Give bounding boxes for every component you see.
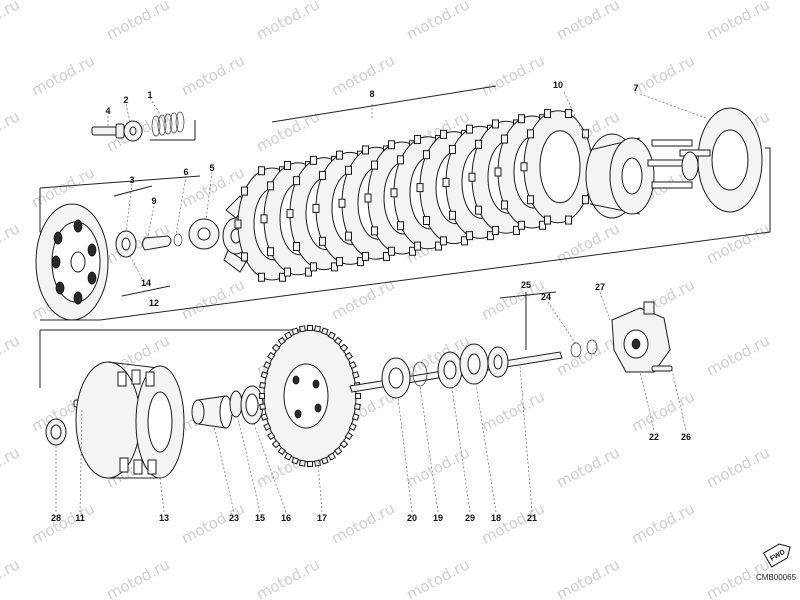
callout-1: 1 [147,90,152,100]
watermark-text: motod.ru [28,499,97,547]
watermark-text: motod.ru [253,0,322,44]
watermark-text: motod.ru [328,499,397,547]
callout-20: 20 [407,513,417,523]
watermark-text: motod.ru [478,387,547,435]
callout-26: 26 [681,432,691,442]
callout-18: 18 [491,513,501,523]
part-6-pushrod-pin [142,235,172,251]
part-15-needle-bearing [229,390,243,418]
part-19-circlip [412,361,428,387]
watermark-text: motod.ru [703,219,772,267]
part-2-washer [123,120,143,142]
watermark-text: motod.ru [553,443,622,491]
callout-22: 22 [649,432,659,442]
watermark-text: motod.ru [178,51,247,99]
watermark-text: motod.ru [103,0,172,44]
watermark-text: motod.ru [403,555,472,600]
part-20-bearing [381,357,411,399]
watermark-text: motod.ru [553,555,622,600]
part-4-bolt [91,123,125,139]
watermark-text: motod.ru [28,51,97,99]
part-22-slave-cylinder [611,301,671,373]
callout-11: 11 [75,513,85,523]
callout-13: 13 [159,513,169,523]
callout-15: 15 [255,513,265,523]
drawing-code: CMB00065 [756,573,797,582]
part-18-bearing [459,343,509,385]
part-17-primary-gear [259,325,361,467]
watermark-text: motod.ru [253,107,322,155]
callout-12: 12 [149,298,159,308]
callout-2: 2 [123,95,128,105]
callout-28: 28 [51,513,61,523]
part-1-spring [151,111,185,137]
callout-4: 4 [105,106,110,116]
watermark-text: motod.ru [553,0,622,44]
watermark-text: motod.ru [0,555,23,600]
callout-24: 24 [541,292,551,302]
group-brackets [113,85,557,350]
part-7-drum-with-studs [647,107,763,213]
callout-21: 21 [527,513,537,523]
callout-9: 9 [151,196,156,206]
watermark-text: motod.ru [628,51,697,99]
callout-25: 25 [521,280,531,290]
fwd-arrow-icon: FWD [762,543,791,568]
callout-10: 10 [553,80,563,90]
part-26-screw [651,365,673,372]
watermark-text: motod.ru [553,219,622,267]
watermark-text: motod.ru [328,51,397,99]
watermark-text: motod.ru [628,499,697,547]
callout-16: 16 [281,513,291,523]
callout-23: 23 [229,513,239,523]
watermark-text: motod.ru [703,331,772,379]
leader-lines [55,91,707,513]
pressure-plate [35,203,109,321]
callout-14: 14 [141,278,151,288]
watermark-text: motod.ru [0,443,23,491]
watermark-text: motod.ru [178,275,247,323]
callout-29: 29 [465,513,475,523]
part-23-bushing [191,395,233,429]
watermark-text: motod.ru [703,0,772,44]
part-9-bearing [115,230,137,258]
watermark-text: motod.ru [28,163,97,211]
callout-7: 7 [633,83,638,93]
callout-labels: 1 2 4 3 9 6 5 14 12 8 10 7 25 24 27 22 2… [51,80,691,523]
callout-6: 6 [183,167,188,177]
callout-3: 3 [129,175,134,185]
watermark-text: motod.ru [0,107,23,155]
watermark-text: motod.ru [628,387,697,435]
part-10-clutch-hub [585,133,655,219]
watermark-text: motod.ru [403,0,472,44]
callout-8: 8 [369,89,374,99]
watermark-text: motod.ru [553,331,622,379]
watermark-text: motod.ru [103,555,172,600]
watermark-text: motod.ru [178,499,247,547]
part-29-bearing [437,351,463,389]
callout-19: 19 [433,513,443,523]
watermark-text: motod.ru [703,443,772,491]
watermark-text: motod.ru [478,51,547,99]
callout-27: 27 [595,282,605,292]
watermark-text: motod.ru [0,331,23,379]
part-13-clutch-basket [75,361,185,479]
part-24-seal [570,339,598,358]
watermark-text: motod.ru [0,219,23,267]
callout-17: 17 [317,513,327,523]
watermark-text: motod.ru [478,499,547,547]
part-6-oring [173,233,183,247]
watermark-text: motod.ru [403,443,472,491]
clutch-plate-stack [234,109,596,282]
watermark-text: motod.ru [0,0,23,44]
callout-5: 5 [209,163,214,173]
part-16-spacer [240,385,264,425]
watermark-text: motod.ru [253,555,322,600]
watermark-text: motod.ru [478,275,547,323]
lower-assembly-frame [39,329,300,388]
part-28-washer [45,418,67,446]
steel-plate [520,109,596,225]
